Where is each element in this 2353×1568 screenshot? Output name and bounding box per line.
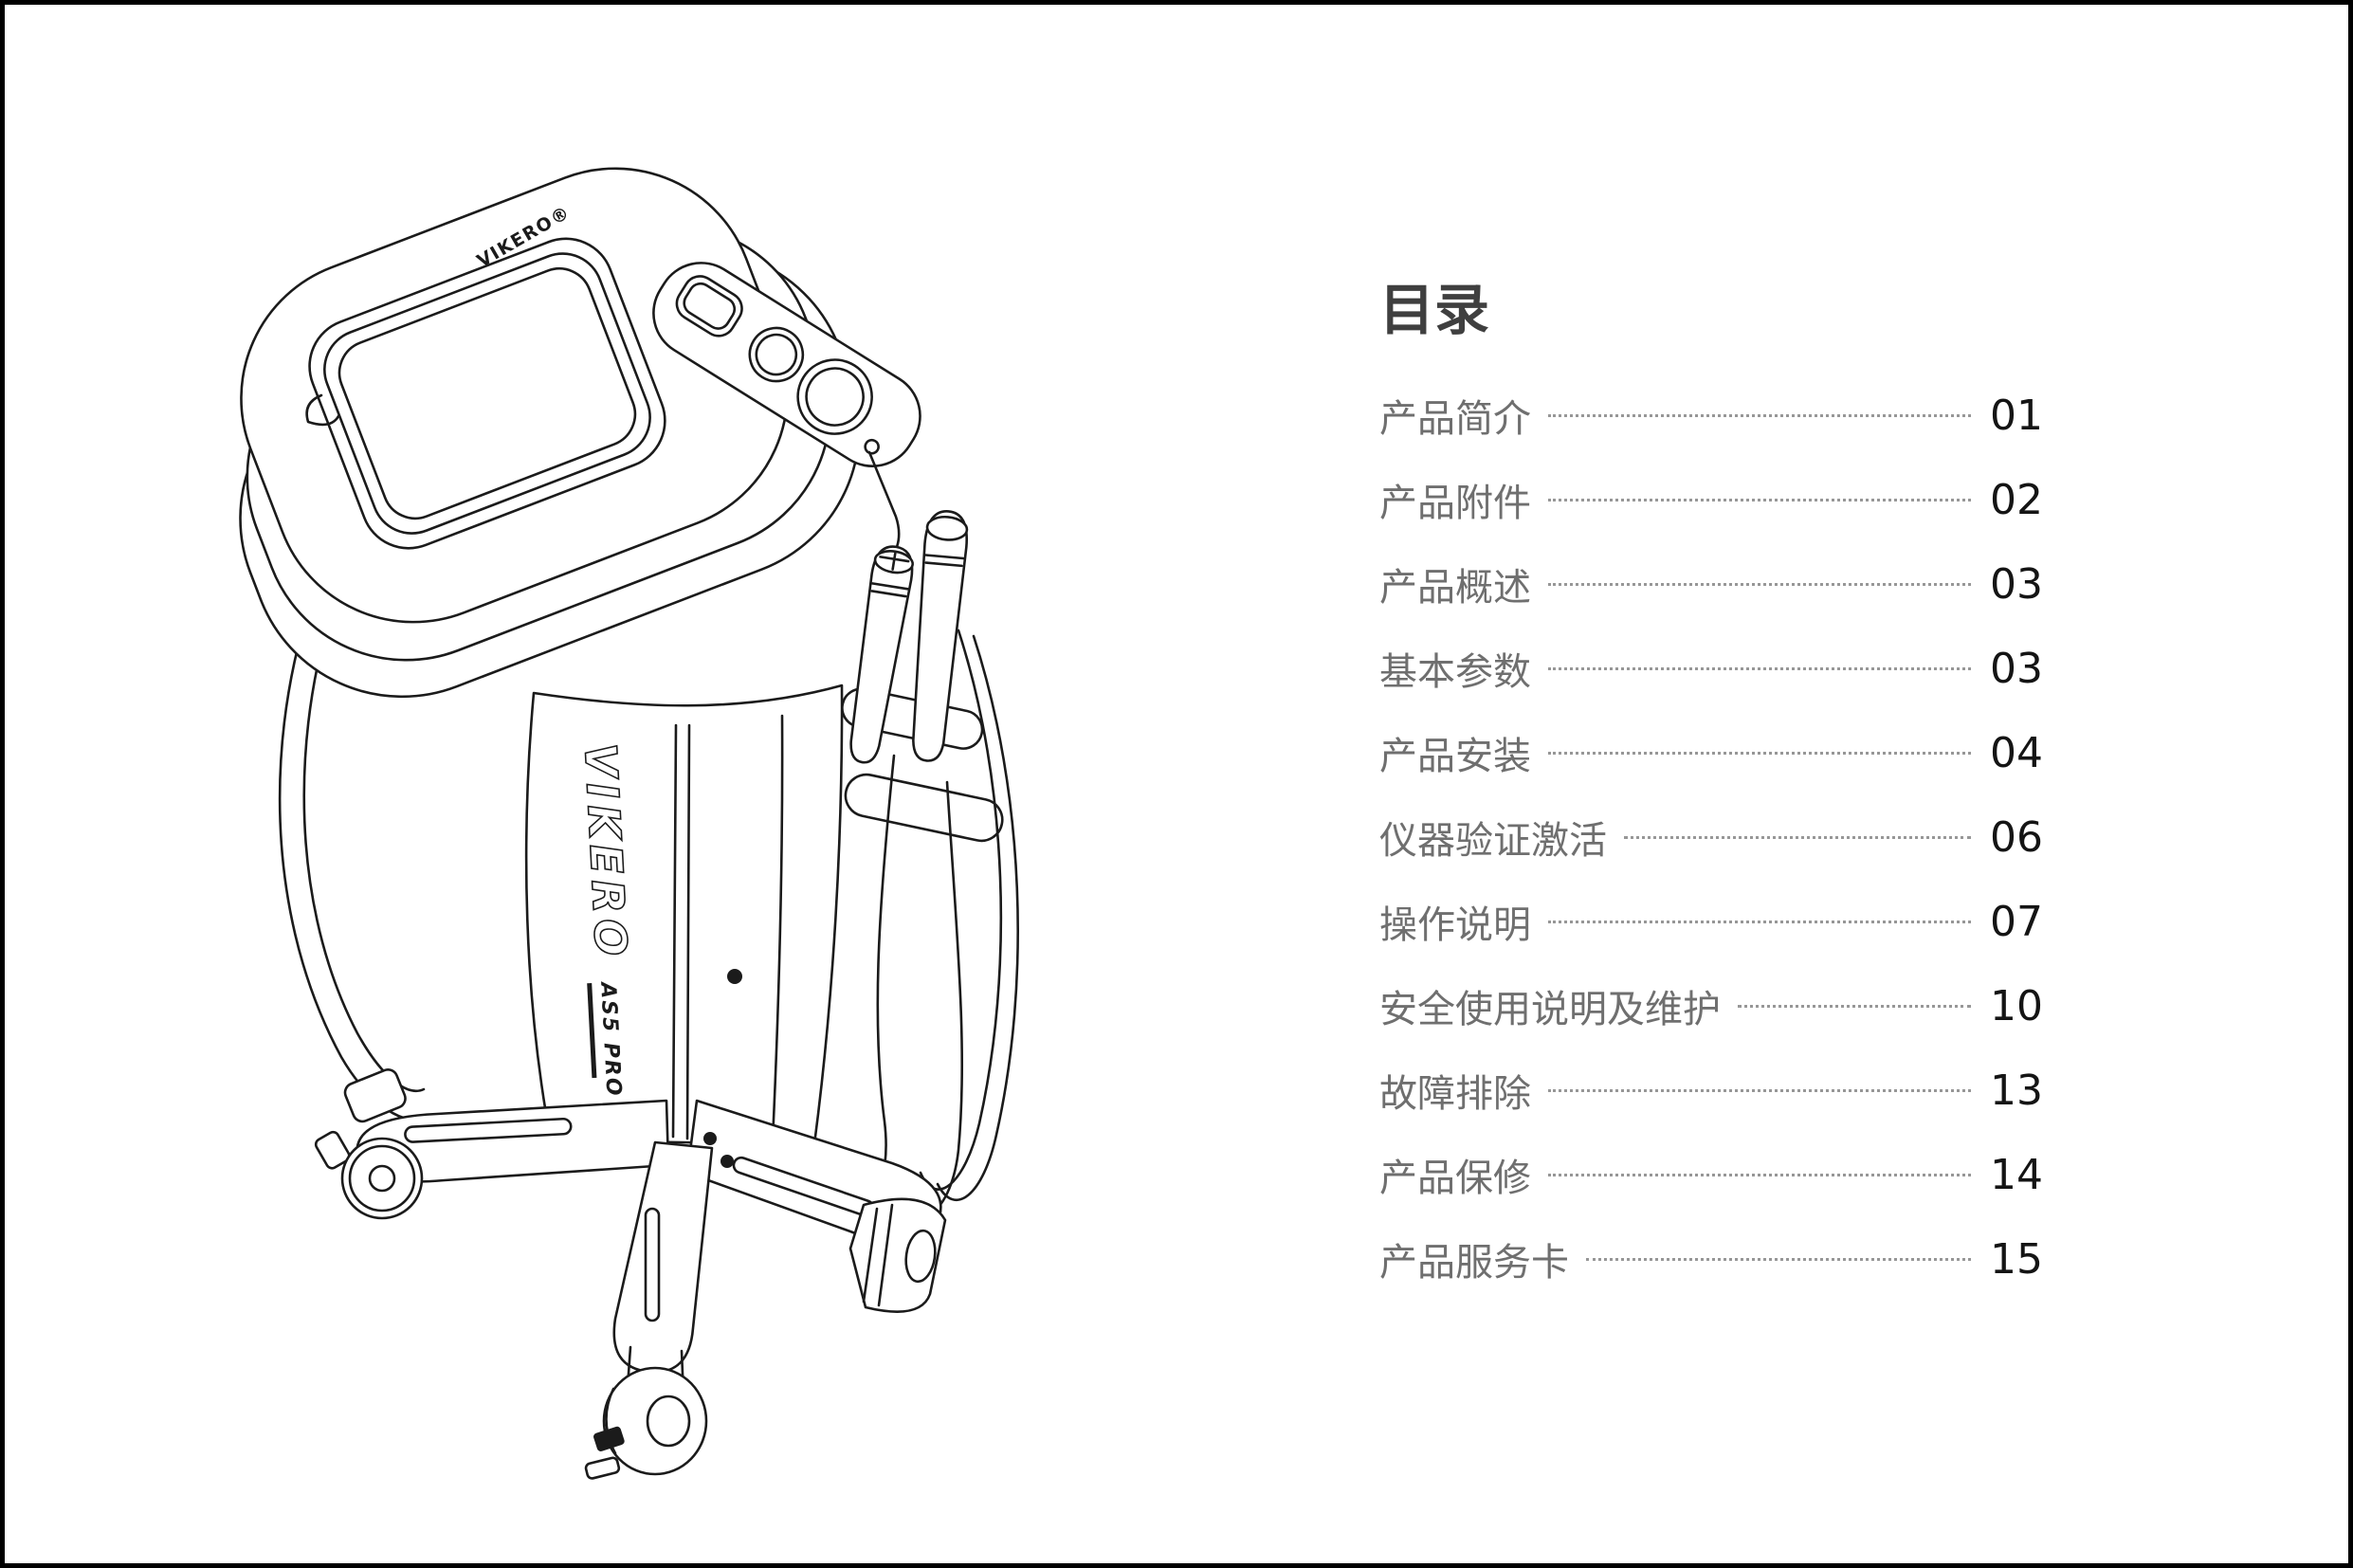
caster-left [314, 1067, 424, 1220]
toc-leader [1738, 1004, 1971, 1008]
toc-entry-label: 产品保修 [1379, 1157, 1531, 1201]
toc-entry: 产品服务卡 15 [1379, 1217, 2043, 1302]
toc-leader [1548, 920, 1971, 923]
toc-entry: 安全使用说明及维护 10 [1379, 964, 2043, 1048]
side-logo-primary-text: VIKERO [575, 742, 637, 963]
toc-entry: 故障排除 13 [1379, 1048, 2043, 1133]
toc-entry-page: 04 [1990, 728, 2043, 777]
knob-small-inner [755, 333, 798, 376]
toc-leader [1548, 413, 1971, 417]
toc-entry: 产品简介 01 [1379, 374, 2043, 458]
toc-entry-label: 基本参数 [1379, 650, 1531, 695]
toc-leader [1548, 498, 1971, 501]
handpiece-left[interactable] [843, 544, 916, 766]
toc-leader [1548, 751, 1971, 755]
caster-brake-pedal[interactable] [593, 1426, 626, 1452]
toc: 目录 产品简介 01 产品附件 02 产品概述 03 基本参数 03 产品安装 … [1379, 282, 2043, 1302]
toc-entry-label: 产品服务卡 [1379, 1241, 1569, 1285]
toc-entry-page: 07 [1990, 897, 2043, 946]
caster-right [848, 1197, 947, 1313]
device-column [524, 684, 844, 1146]
toc-entry-page: 14 [1990, 1150, 2043, 1199]
toc-entry: 基本参数 03 [1379, 627, 2043, 711]
power-button-inner [683, 282, 737, 330]
toc-entry: 产品概述 03 [1379, 542, 2043, 627]
toc-entry: 产品附件 02 [1379, 458, 2043, 542]
side-logo: VIKERO AS5 PRO [574, 741, 638, 1098]
toc-entry-page: 10 [1990, 981, 2043, 1030]
base-arm-left-slot [404, 1117, 573, 1143]
touchscreen[interactable] [296, 225, 679, 562]
power-button[interactable] [671, 270, 748, 342]
head-port-nub [305, 393, 340, 427]
toc-leader [1548, 666, 1971, 670]
base-arm-front [612, 1140, 714, 1374]
knob-large[interactable] [784, 346, 885, 447]
panel-bracket [867, 450, 901, 558]
toc-entry-label: 安全使用说明及维护 [1379, 988, 1721, 1032]
knob-large-inner [805, 367, 865, 427]
toc-entry-page: 02 [1990, 475, 2043, 524]
control-panel [652, 262, 921, 467]
toc-entry-page: 06 [1990, 812, 2043, 862]
toc-entry-label: 产品安装 [1379, 735, 1531, 779]
toc-entry-page: 01 [1990, 391, 2043, 440]
toc-entry-label: 仪器验证激活 [1379, 819, 1607, 864]
handpiece-right[interactable] [906, 510, 970, 763]
toc-leader [1548, 1088, 1971, 1092]
toc-entry-label: 产品简介 [1379, 397, 1531, 442]
toc-entry-page: 13 [1990, 1066, 2043, 1115]
toc-leader [1624, 835, 1971, 839]
toc-leader [1586, 1257, 1971, 1261]
knob-small[interactable] [739, 318, 812, 391]
toc-entry-label: 产品概述 [1379, 566, 1531, 611]
toc-entry-page: 03 [1990, 644, 2043, 693]
toc-list: 产品简介 01 产品附件 02 产品概述 03 基本参数 03 产品安装 04 [1379, 374, 2043, 1302]
column-bolt [727, 969, 742, 984]
toc-entry-label: 产品附件 [1379, 482, 1531, 526]
toc-leader [1548, 1173, 1971, 1176]
toc-entry: 仪器验证激活 06 [1379, 795, 2043, 880]
toc-entry-label: 操作说明 [1379, 903, 1531, 948]
toc-entry-label: 故障排除 [1379, 1072, 1531, 1117]
base-arm-front-slot [644, 1207, 661, 1322]
toc-entry: 操作说明 07 [1379, 880, 2043, 964]
device-head: VIKERO® [239, 167, 861, 699]
caster-front [584, 1345, 708, 1480]
toc-entry-page: 15 [1990, 1234, 2043, 1284]
side-logo-tagline-bar [587, 982, 597, 1079]
base-bolt [703, 1132, 717, 1145]
toc-leader [1548, 582, 1971, 586]
toc-entry-page: 03 [1990, 559, 2043, 609]
toc-entry: 产品安装 04 [1379, 711, 2043, 795]
toc-entry: 产品保修 14 [1379, 1133, 2043, 1217]
device-illustration: VIKERO AS5 PRO VIKERO® [119, 119, 1256, 1541]
toc-title: 目录 [1379, 278, 1490, 342]
base-bolt [720, 1155, 734, 1168]
